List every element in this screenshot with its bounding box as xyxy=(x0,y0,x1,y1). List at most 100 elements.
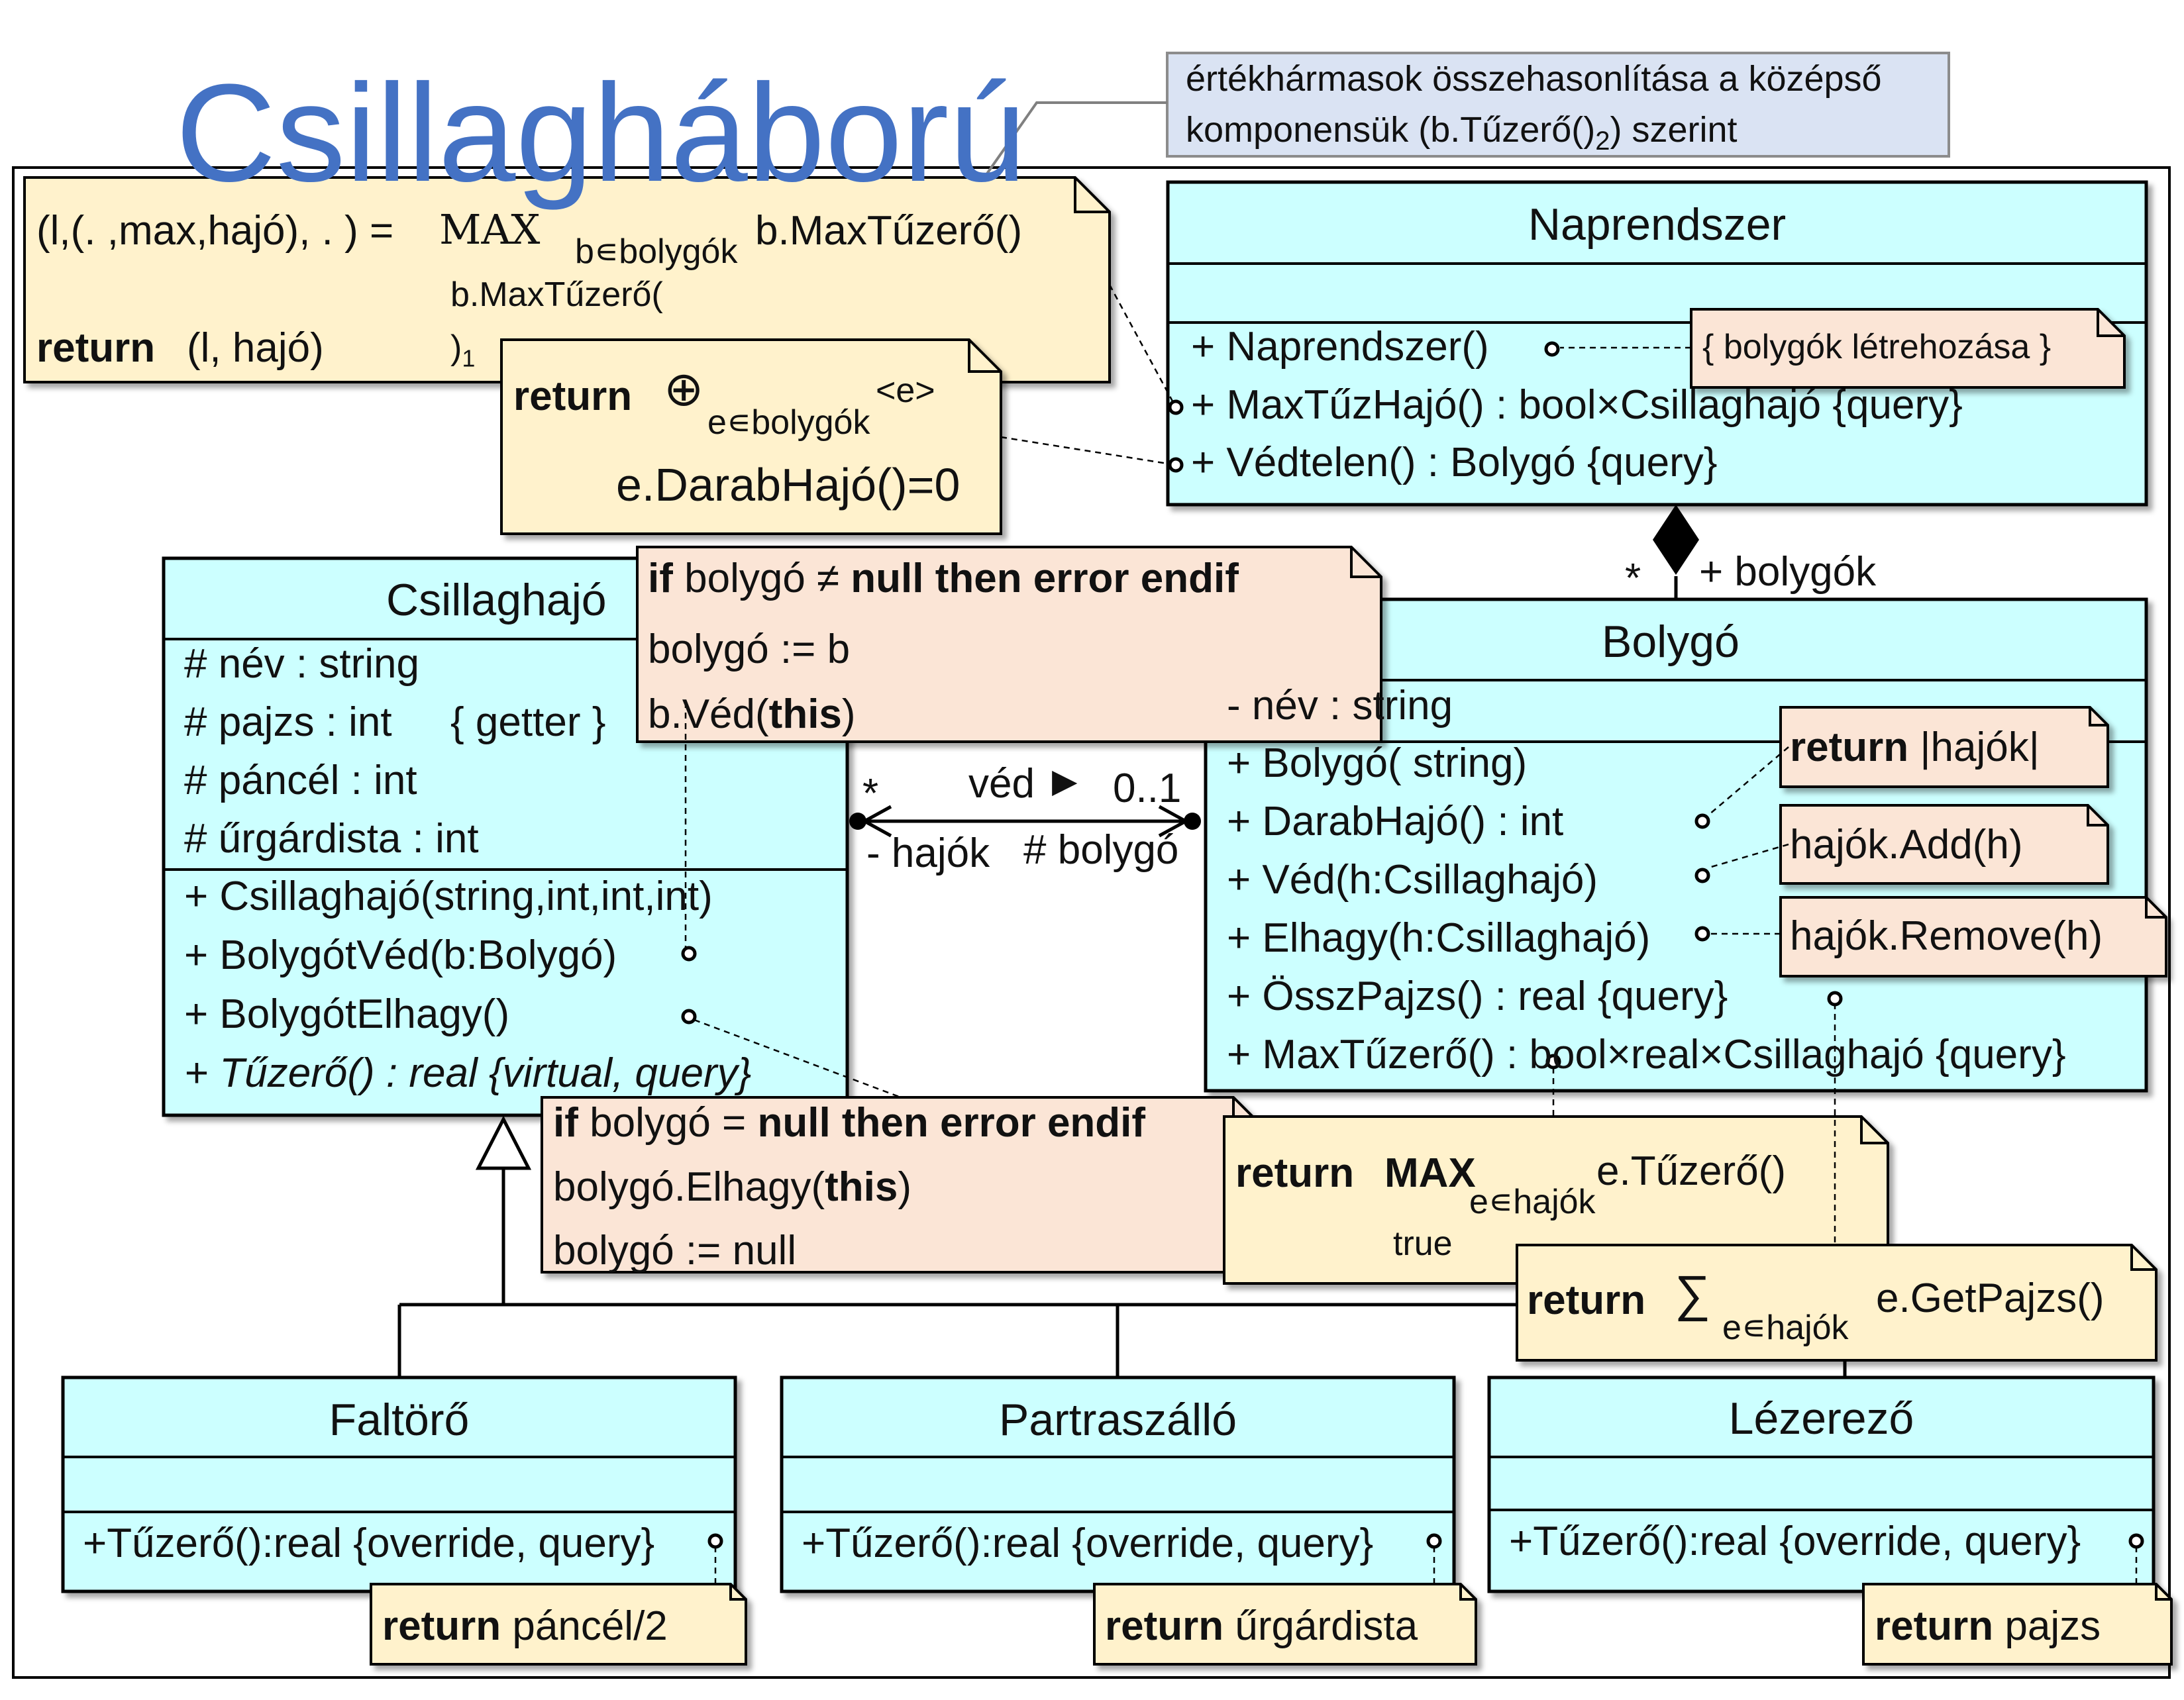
naprendszer-class-name: Naprendszer xyxy=(1528,199,1787,250)
note-faltoro-shape xyxy=(370,1583,747,1666)
bolygo-method-elhagy: + Elhagy(h:Csillaghajó) xyxy=(1227,915,1651,961)
composition-multiplicity: * xyxy=(1625,556,1641,601)
note-darabhajo: return |hajók| xyxy=(1790,725,2040,770)
note-bolygotelhagy-line3: bolygó := null xyxy=(553,1228,797,1274)
note-maxtuzhajo-range: b∊bolygók xyxy=(575,232,738,271)
bolygo-method-ved: + Véd(h:Csillaghajó) xyxy=(1227,857,1598,903)
top-comment-line2: komponensük (b.Tűzerő()2) szerint xyxy=(1186,110,1738,156)
lezerezo-class-box xyxy=(1487,1375,2156,1593)
association-right-role: # bolygó xyxy=(1023,827,1179,873)
note-osszpajzs-return: return xyxy=(1527,1277,1646,1323)
note-naprendszer-ctor: { bolygók létrehozása } xyxy=(1702,328,2052,366)
bolygo-class-name: Bolygó xyxy=(1602,617,1740,667)
partraszallo-method-tuzero: +Tűzerő():real {override, query} xyxy=(802,1521,1374,1566)
csillaghajo-method-ctor: + Csillaghajó(string,int,int,int) xyxy=(184,874,713,919)
association-left-dot xyxy=(849,813,866,830)
partraszallo-class-box xyxy=(780,1375,1456,1593)
note-maxtuzero-cond: true xyxy=(1393,1225,1453,1263)
association-direction-icon: ▶ xyxy=(1052,762,1078,799)
note-bolygotved-shape xyxy=(636,546,1382,743)
note-bolygotved-line3: b.Véd(this) xyxy=(648,691,856,737)
bolygo-method-osszpajzs: + ÖsszPajzs() : real {query} xyxy=(1227,974,1728,1019)
csillaghajo-attr-pajzs: # pajzs : int xyxy=(184,699,392,745)
naprendszer-method-ctor: + Naprendszer() xyxy=(1191,324,1489,370)
note-maxtuzero-max: MAX xyxy=(1384,1150,1476,1196)
note-partraszallo-shape xyxy=(1093,1583,1477,1666)
note-maxtuzhajo-lhs: (l,(. ,max,hajó), . ) = xyxy=(36,208,394,254)
csillaghajo-method-bolygotelhagy: + BolygótElhagy() xyxy=(184,991,510,1037)
note-bolygotved-line1: if bolygó ≠ null then error endif xyxy=(648,556,1239,601)
note-osszpajzs-expr: e.GetPajzs() xyxy=(1876,1275,2105,1321)
association-name: véd xyxy=(968,761,1035,807)
association-left-role: - hajók xyxy=(866,830,990,876)
note-lezerezo: return pajzs xyxy=(1875,1603,2101,1649)
top-comment-connector xyxy=(966,101,1167,203)
naprendszer-method-vedtelen: + Védtelen() : Bolygó {query} xyxy=(1191,440,1718,485)
inheritance-triangle xyxy=(475,1115,532,1170)
composition-diamond xyxy=(1653,505,1699,575)
note-maxtuzhajo-shape xyxy=(23,176,1111,383)
note-maxtuzhajo-cond2: )1 xyxy=(450,328,476,372)
note-vedtelen-cond: e.DarabHajó()=0 xyxy=(616,459,961,511)
bolygo-method-ctor: + Bolygó( string) xyxy=(1227,740,1528,786)
note-vedtelen-shape xyxy=(500,338,1002,535)
note-anchor-lines xyxy=(684,284,2138,1584)
note-vedtelen-return: return xyxy=(513,374,633,419)
csillaghajo-method-bolygotved: + BolygótVéd(b:Bolygó) xyxy=(184,932,617,978)
partraszallo-class-name: Partraszálló xyxy=(998,1395,1237,1445)
note-ved-shape xyxy=(1779,804,2109,885)
note-maxtuzero-expr: e.Tűzerő() xyxy=(1596,1148,1786,1194)
note-maxtuzhajo-max: MAX xyxy=(439,205,541,254)
note-maxtuzero-return: return xyxy=(1235,1150,1355,1196)
note-maxtuzero-range: e∊hajók xyxy=(1469,1183,1596,1221)
note-darabhajo-shape xyxy=(1779,706,2109,788)
note-elhagy-bolygo: hajók.Remove(h) xyxy=(1790,913,2103,959)
note-vedtelen-elem: <e> xyxy=(876,372,935,410)
note-maxtuzhajo-return-val: (l, hajó) xyxy=(187,325,324,371)
diagram-frame xyxy=(12,166,2171,1679)
note-naprendszer-ctor-shape xyxy=(1690,308,2126,389)
bolygo-attr-nev: - név : string xyxy=(1227,683,1453,728)
faltoro-method-tuzero: +Tűzerő():real {override, query} xyxy=(83,1521,655,1566)
note-maxtuzhajo-expr: b.MaxTűzerő() xyxy=(755,208,1023,254)
note-ved: hajók.Add(h) xyxy=(1790,822,2023,868)
lezerezo-method-tuzero: +Tűzerő():real {override, query} xyxy=(1509,1519,2081,1564)
note-osszpajzs-shape xyxy=(1516,1244,2158,1362)
lezerezo-class-name: Lézerező xyxy=(1728,1393,1914,1444)
association-left-multiplicity: * xyxy=(862,771,879,817)
association-right-dot xyxy=(1184,813,1201,830)
association-right-multiplicity: 0..1 xyxy=(1113,766,1182,811)
composition-role: + bolygók xyxy=(1699,549,1877,595)
note-elhagy-bolygo-shape xyxy=(1779,896,2167,977)
faltoro-class-name: Faltörő xyxy=(329,1395,470,1445)
note-osszpajzs-range: e∊hajók xyxy=(1722,1309,1849,1347)
top-comment-box xyxy=(1166,52,1950,158)
bolygo-method-darabhajo: + DarabHajó() : int xyxy=(1227,799,1564,844)
note-vedtelen-op: ⊕ xyxy=(664,363,704,416)
bolygo-method-maxtuzero: + MaxTűzerő() : bool×real×Csillaghajó {q… xyxy=(1227,1032,2066,1077)
csillaghajo-class-name: Csillaghajó xyxy=(386,575,607,625)
association-left-arrowhead xyxy=(860,805,892,838)
note-partraszallo: return űrgárdista xyxy=(1105,1603,1418,1649)
note-vedtelen-range: e∊bolygók xyxy=(707,403,870,442)
page-title: Csillagháború xyxy=(176,55,1027,211)
csillaghajo-method-tuzero: + Tűzerő() : real {virtual, query} xyxy=(184,1050,752,1096)
note-maxtuzhajo-cond1: b.MaxTűzerő( xyxy=(450,275,663,314)
note-osszpajzs-op: ∑ xyxy=(1675,1266,1711,1322)
note-anchor-circles xyxy=(681,341,2144,1549)
csillaghajo-attr-pancel: # páncél : int xyxy=(184,758,417,803)
note-lezerezo-shape xyxy=(1862,1583,2173,1666)
naprendszer-method-maxtuzhajo: + MaxTűzHajó() : bool×Csillaghajó {query… xyxy=(1191,382,1963,428)
note-bolygotelhagy-line2: bolygó.Elhagy(this) xyxy=(553,1164,912,1210)
csillaghajo-attr-urgardista: # űrgárdista : int xyxy=(184,816,479,862)
csillaghajo-getter: { getter } xyxy=(450,699,606,745)
note-maxtuzhajo-return: return xyxy=(36,325,156,371)
note-faltoro: return páncél/2 xyxy=(382,1603,668,1649)
csillaghajo-attr-nev: # név : string xyxy=(184,641,419,687)
note-maxtuzero-shape xyxy=(1223,1115,1889,1285)
note-bolygotved-line2: bolygó := b xyxy=(648,626,851,672)
top-comment-line1: értékhármasok összehasonlítása a középső xyxy=(1186,59,1882,99)
association-right-arrowhead xyxy=(1158,805,1190,838)
note-bolygotelhagy-line1: if bolygó = null then error endif xyxy=(553,1100,1146,1146)
